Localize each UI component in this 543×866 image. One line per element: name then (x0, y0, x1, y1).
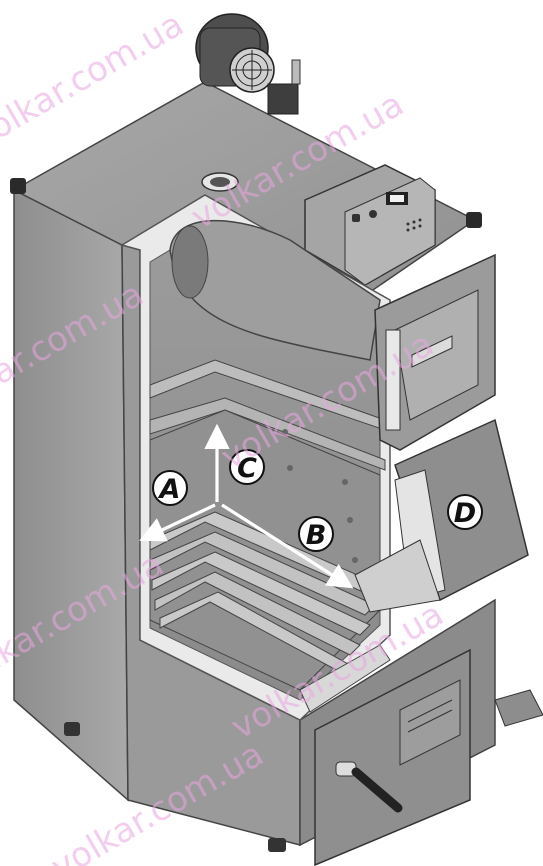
ash-tray (299, 644, 391, 713)
arrow-a (139, 503, 216, 542)
baffle-lower (149, 397, 386, 471)
foot-left (64, 722, 80, 736)
label-a-text: A (158, 474, 181, 505)
blower-fan (195, 13, 301, 115)
label-b-text: B (306, 520, 327, 551)
label-d-text: D (454, 498, 476, 529)
corner-cap-right (466, 212, 482, 228)
chamber-rivets (282, 429, 358, 563)
label-a: A (152, 470, 188, 506)
upper-door (374, 253, 496, 451)
label-d: D (447, 494, 483, 530)
label-b: B (298, 516, 334, 552)
heat-exchanger-drum (169, 219, 381, 361)
corner-cap-left (10, 178, 26, 194)
control-panel (304, 164, 436, 286)
ash-door (314, 648, 471, 866)
arrow-b (221, 503, 354, 589)
side-lever (494, 689, 543, 727)
label-c: C (229, 449, 265, 485)
flue-collar (201, 172, 239, 192)
foot-front (268, 838, 286, 852)
dimension-arrows (139, 423, 354, 589)
label-c-text: C (237, 453, 257, 484)
left-side-panel (13, 188, 129, 802)
